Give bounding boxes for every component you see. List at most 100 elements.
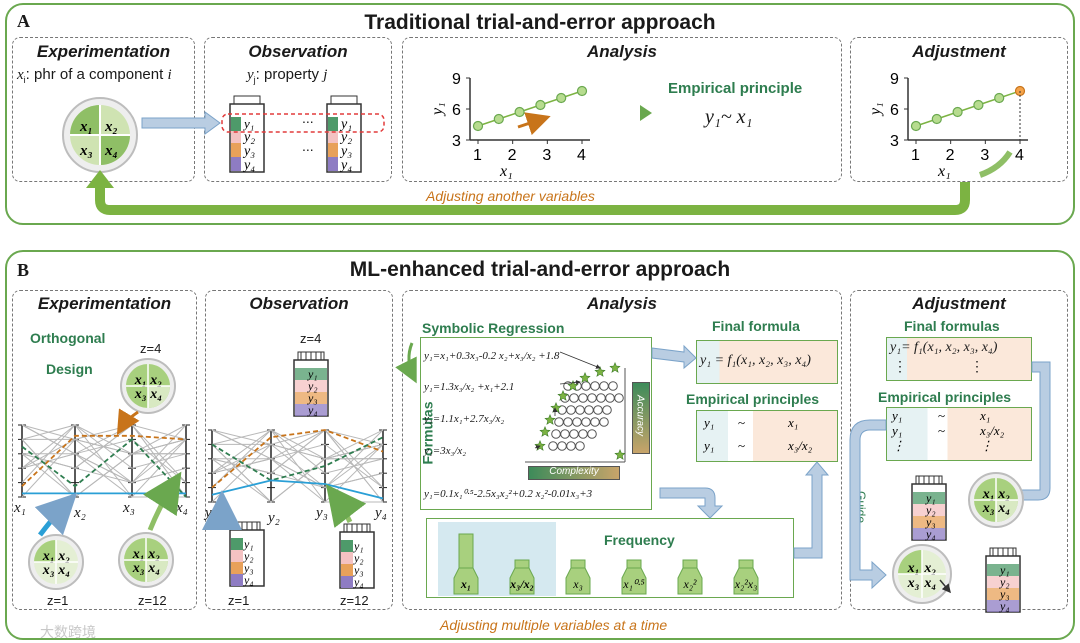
sr-candidate bbox=[566, 405, 576, 415]
jar-label: y₄ bbox=[999, 599, 1010, 613]
sr-candidate bbox=[578, 429, 588, 439]
trend-line bbox=[915, 90, 1021, 127]
dish-label-x3: x₃ bbox=[982, 501, 995, 516]
y-tick-label: 3 bbox=[890, 133, 899, 150]
data-point bbox=[535, 99, 546, 111]
a-observation-title: Observation bbox=[248, 42, 348, 61]
sr-candidate bbox=[548, 441, 558, 451]
b-analysis-title: Analysis bbox=[587, 294, 657, 313]
freq-label: x₃ bbox=[572, 577, 583, 591]
emp-sim: ~ bbox=[738, 415, 745, 430]
b-analysis-box bbox=[402, 290, 842, 610]
pareto-star bbox=[539, 426, 551, 437]
a-jar-left: y₁ y₂ y₃ y₄ bbox=[229, 95, 265, 173]
b-experimentation-box bbox=[12, 290, 197, 610]
jar-label: y₁ bbox=[925, 491, 936, 505]
jar-label: y₄ bbox=[925, 527, 936, 541]
emp-lhs: y₁ bbox=[702, 415, 714, 430]
y-tick-label: 3 bbox=[452, 133, 461, 150]
sr-candidate bbox=[569, 429, 579, 439]
jar-label: y₂ bbox=[925, 503, 936, 517]
dish-label-x3: x₃ bbox=[42, 563, 55, 578]
a-trend-arrow bbox=[517, 112, 551, 136]
jar-label: y₄ bbox=[243, 573, 254, 587]
freq-bar-body bbox=[677, 567, 703, 595]
y-tick-label: 9 bbox=[452, 71, 461, 88]
b-emp-box bbox=[696, 410, 838, 462]
freq-bar-body bbox=[733, 567, 759, 595]
dish-label-x4: x₄ bbox=[147, 561, 160, 576]
y-tick-label: 6 bbox=[452, 102, 461, 119]
b-formula-2: y₁=1.3x₃/x₂ +x₁+2.1 bbox=[424, 381, 515, 393]
y-tick-label: 9 bbox=[890, 71, 899, 88]
freq-bar-cap bbox=[458, 533, 474, 569]
panel-a-letter: A bbox=[17, 11, 30, 31]
jar-label: y₁ bbox=[243, 537, 254, 551]
sr-candidate bbox=[584, 405, 594, 415]
a-experimentation-desc: xi: phr of a component i bbox=[17, 66, 172, 85]
obs-desc-var: j bbox=[323, 67, 328, 83]
y-axis-label: y₁ bbox=[429, 102, 446, 117]
a-adjustment-title: Adjustment bbox=[912, 42, 1006, 61]
jar-label: y₂ bbox=[999, 575, 1010, 589]
jar-label: y₂ bbox=[353, 551, 364, 565]
pareto-star bbox=[534, 440, 546, 451]
data-point bbox=[514, 106, 525, 118]
pc-line bbox=[212, 429, 384, 489]
b-adj-arrow bbox=[939, 579, 951, 594]
dish-label-x2: x₂ bbox=[147, 547, 160, 562]
adj-emp-rhs: x₃/x₂ bbox=[979, 423, 1005, 438]
sr-candidate bbox=[557, 441, 567, 451]
jar-label: y₃ bbox=[999, 587, 1010, 601]
pc-highlight-line bbox=[211, 429, 384, 489]
freq-bar-cap bbox=[738, 559, 754, 569]
pareto-star bbox=[614, 449, 626, 460]
b-adj-dots-2: ⋮ bbox=[970, 358, 984, 374]
b-sr-to-final-arrow bbox=[651, 344, 697, 370]
x-tick-label: 2 bbox=[508, 147, 517, 164]
b-freq-title: Frequency bbox=[604, 532, 675, 548]
b-adj-emp-title: Empirical principles bbox=[878, 389, 1012, 405]
b-sr-scatter bbox=[395, 342, 626, 463]
b-accuracy-bar bbox=[632, 382, 650, 454]
x-tick-label: 4 bbox=[577, 147, 586, 164]
jar-label: y₃ bbox=[925, 515, 936, 529]
x-axis-label: x₁ bbox=[937, 163, 951, 180]
pareto-star bbox=[579, 372, 591, 383]
adj-emp-rhs: x₁ bbox=[979, 408, 990, 423]
watermark: 大数跨境 bbox=[40, 624, 96, 640]
dish-label-x1: x₁ bbox=[907, 561, 920, 576]
b-observation-title: Observation bbox=[249, 294, 349, 313]
dish-label-x1: x₁ bbox=[982, 487, 995, 502]
b-final-box bbox=[696, 340, 838, 384]
var-y-sub: j bbox=[253, 75, 256, 85]
pareto-star bbox=[557, 390, 569, 401]
b-obs-z-left: z=1 bbox=[228, 593, 250, 608]
x-tick-label: 3 bbox=[980, 147, 989, 164]
b-formula-1: y₁=x₁+0.3x₃-0.2 x₂+x₃/x₂ +1.8 bbox=[424, 350, 560, 362]
dish-label-x2: x₂ bbox=[149, 373, 162, 388]
a-highlight-y1 bbox=[221, 113, 385, 133]
b-guide-left-arrow bbox=[849, 419, 887, 590]
freq-bar-body bbox=[453, 567, 479, 595]
sr-candidate bbox=[599, 381, 609, 391]
svg-text:y₃: y₃ bbox=[339, 144, 352, 159]
dish-label-x1: x₁ bbox=[132, 547, 145, 562]
sr-candidate bbox=[590, 381, 600, 391]
b-exp-z-right: z=12 bbox=[138, 593, 167, 608]
sr-candidate bbox=[581, 381, 591, 391]
freq-bar-body bbox=[509, 567, 535, 595]
freq-bar-cap bbox=[514, 559, 530, 569]
svg-text:y₂: y₂ bbox=[339, 130, 352, 145]
x-axis-label: x₁ bbox=[499, 163, 513, 180]
svg-text:y₃: y₃ bbox=[242, 144, 255, 159]
sr-candidate bbox=[575, 405, 585, 415]
data-point bbox=[910, 120, 922, 132]
sr-candidate bbox=[581, 417, 591, 427]
freq-label: x₁ bbox=[460, 577, 471, 591]
adj-emp-sim: ~ bbox=[938, 408, 945, 423]
freq-bar-body bbox=[565, 567, 591, 595]
